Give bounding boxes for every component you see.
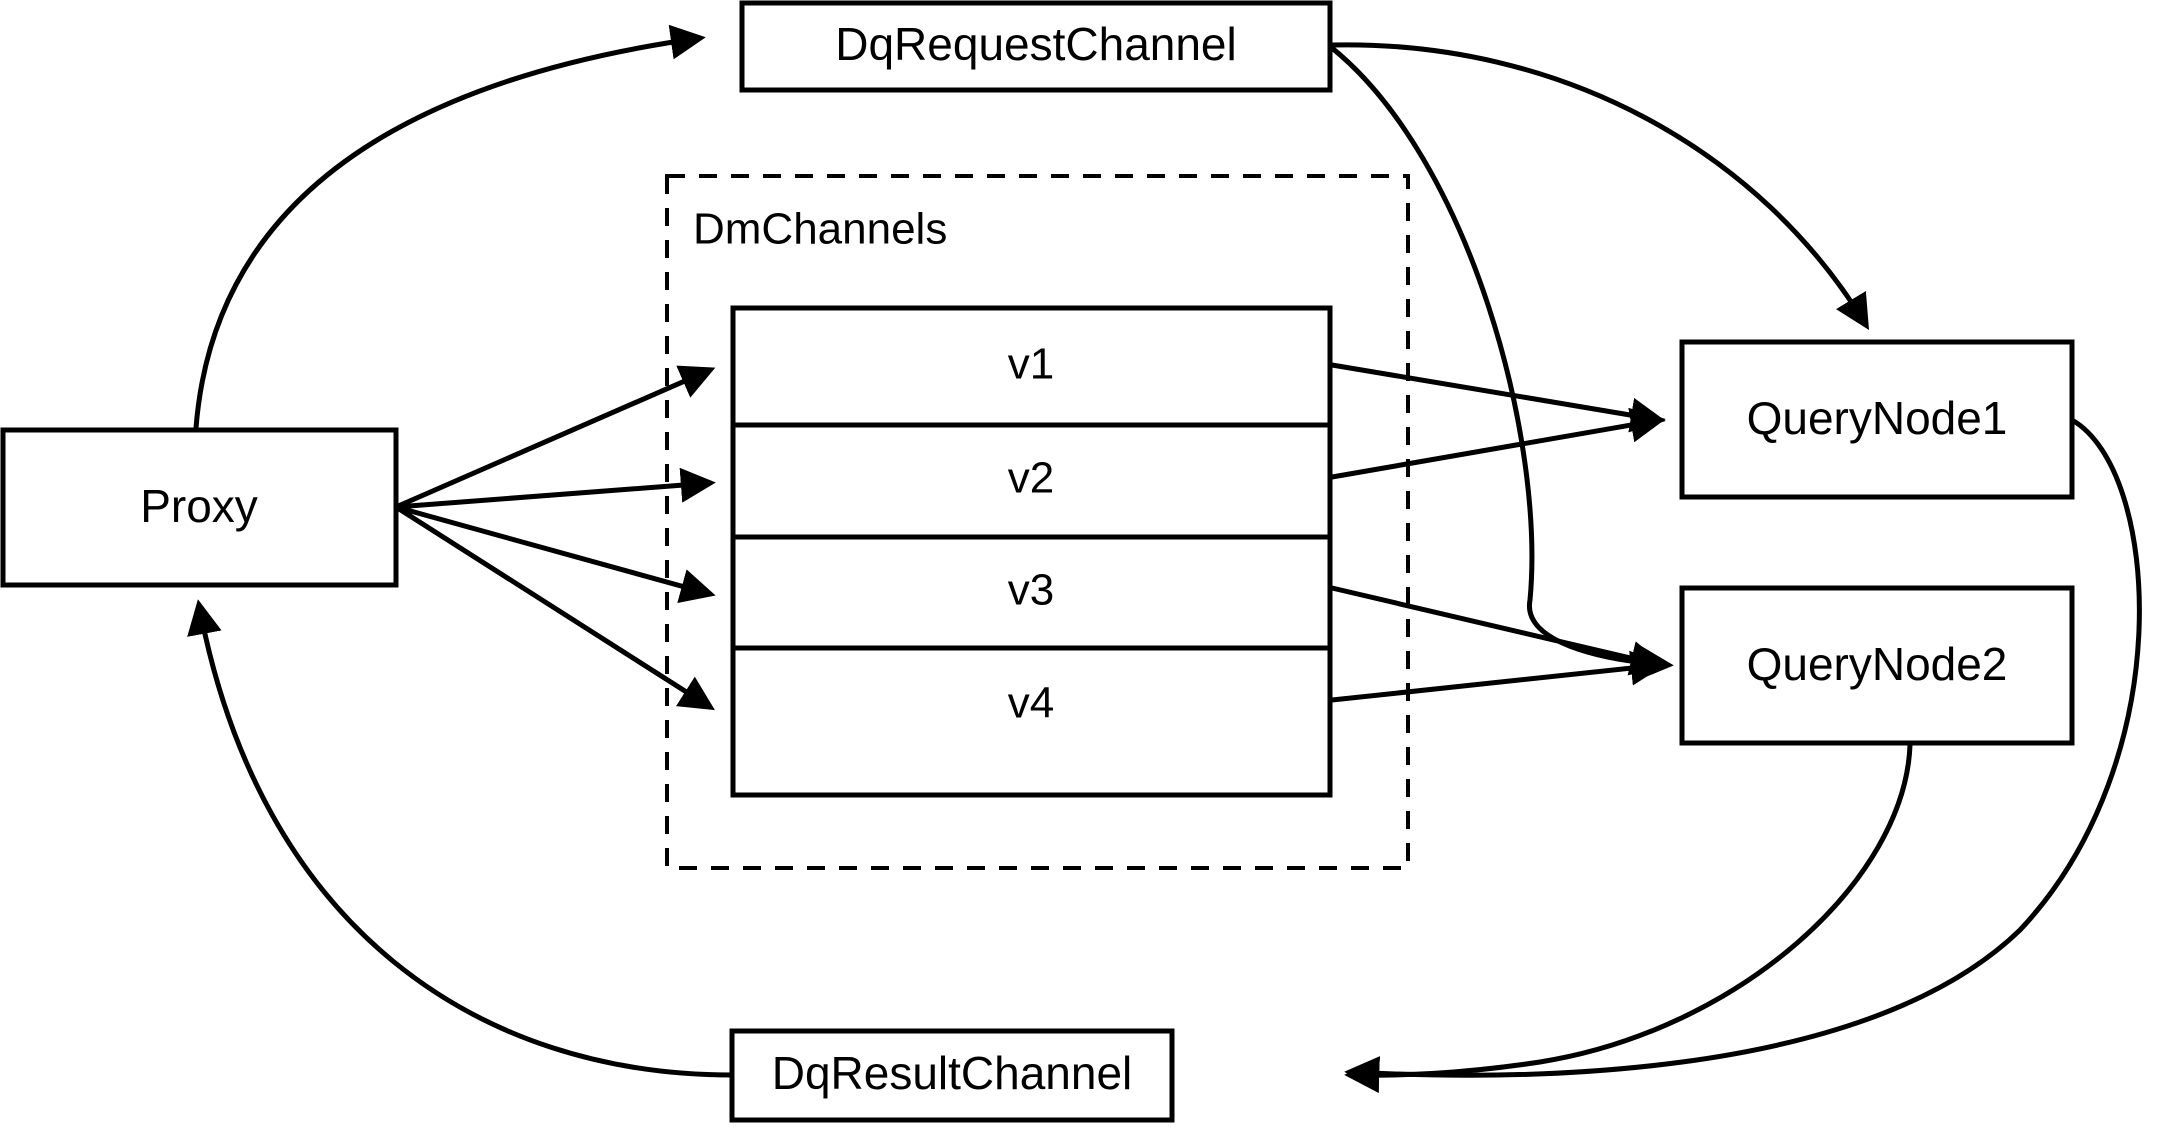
dm-channel-row-label: v4 — [1008, 679, 1054, 728]
group-dm-channels-label: DmChannels — [693, 205, 947, 254]
dm-channel-row-label: v3 — [1008, 566, 1054, 615]
node-query-node-1-label: QueryNode1 — [1747, 392, 2008, 444]
edge-query-node-2-to-dq-result-channel — [1344, 742, 1913, 1094]
dm-channel-row-v1[interactable]: v1 — [1008, 340, 1054, 389]
edge-query-node-1-to-dq-result-channel — [1344, 417, 2142, 1092]
edge-dq-result-channel-to-proxy — [187, 599, 735, 1078]
edge-v3-to-query-node-2 — [1329, 585, 1666, 676]
dm-channel-table: v1 v2 v3 v4 — [730, 305, 1333, 798]
edge-proxy-to-v2 — [393, 467, 716, 510]
edge-v4-to-query-node-2 — [1329, 650, 1666, 703]
node-query-node-1[interactable]: QueryNode1 — [1679, 339, 2075, 500]
edge-v2-to-query-node-1 — [1329, 407, 1666, 480]
edge-dq-request-channel-to-query-node-2 — [1329, 45, 1674, 681]
dm-channel-row-v2[interactable]: v2 — [1008, 454, 1054, 503]
edge-proxy-to-dq-request-channel — [193, 24, 706, 431]
edge-dq-request-channel-to-query-node-1 — [1329, 42, 1870, 330]
node-dq-result-channel-label: DqResultChannel — [772, 1047, 1133, 1099]
edge-v1-to-query-node-1 — [1329, 362, 1666, 433]
dm-channel-row-v3[interactable]: v3 — [1008, 566, 1054, 615]
node-dq-request-channel-label: DqRequestChannel — [835, 18, 1237, 70]
node-query-node-2-label: QueryNode2 — [1747, 638, 2008, 690]
edge-proxy-to-v3 — [393, 504, 716, 604]
group-dm-channels: DmChannels — [665, 174, 1410, 870]
edge-proxy-to-v1 — [393, 365, 716, 510]
node-query-node-2[interactable]: QueryNode2 — [1679, 585, 2075, 746]
dm-channel-row-label: v1 — [1008, 340, 1054, 389]
dm-channel-row-label: v2 — [1008, 454, 1054, 503]
node-proxy[interactable]: Proxy — [0, 427, 399, 588]
node-dq-result-channel[interactable]: DqResultChannel — [729, 1028, 1175, 1123]
edge-proxy-to-v4 — [393, 504, 715, 711]
dm-channel-row-v4[interactable]: v4 — [1008, 679, 1054, 728]
node-dq-request-channel[interactable]: DqRequestChannel — [739, 0, 1333, 93]
node-proxy-label: Proxy — [140, 480, 258, 532]
